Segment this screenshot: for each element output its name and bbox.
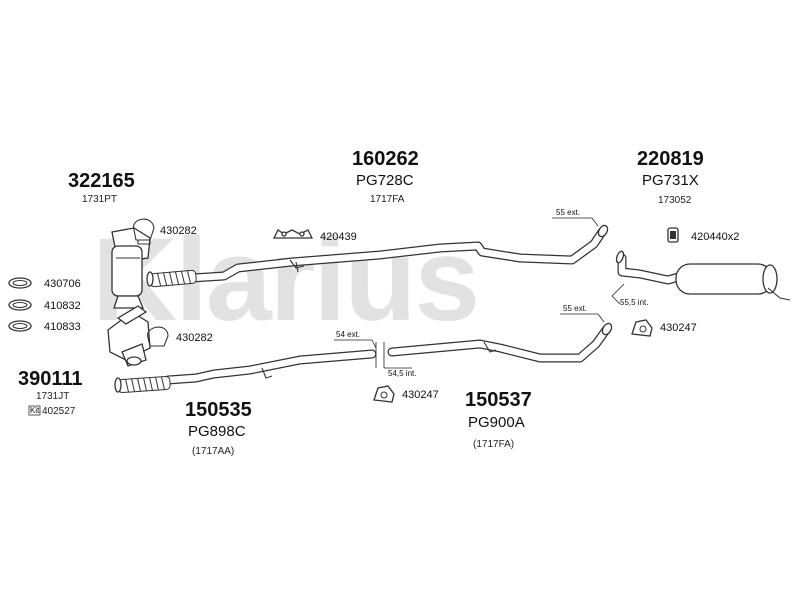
front-pipe-lower[interactable]: [163, 349, 377, 385]
mounting-rubber-420439[interactable]: [272, 229, 314, 239]
fitting-410832-label: 410832: [44, 300, 81, 312]
kit-badge: Kit: [30, 406, 40, 415]
rear-silencer[interactable]: [615, 250, 791, 301]
assembly-220819-code: 173052: [658, 195, 692, 206]
lower-catalytic-converter[interactable]: [107, 305, 151, 367]
clamp-430282-lower[interactable]: [147, 326, 169, 347]
gasket-410833[interactable]: [8, 320, 32, 332]
clamp-430282-upper[interactable]: [133, 218, 155, 245]
assembly-220819-oem: PG731X: [642, 172, 699, 189]
clamp-430247-right[interactable]: [631, 319, 653, 337]
fitting-430706-label: 430706: [44, 278, 81, 290]
upper-catalytic-converter[interactable]: [111, 227, 151, 309]
gasket-410832[interactable]: [8, 299, 32, 311]
assembly-160262-code: 1717FA: [370, 194, 405, 205]
assembly-390111-kit-code: 402527: [42, 406, 76, 417]
dimension-54-5-int: 54,5 int.: [388, 369, 416, 378]
assembly-150535-code: (1717AA): [192, 446, 234, 457]
assembly-322165-code: 1731PT: [82, 194, 117, 205]
assembly-150535-oem: PG898C: [188, 423, 246, 440]
assembly-390111-code: 1731JT: [36, 391, 69, 402]
centre-pipe-lower[interactable]: [387, 322, 613, 363]
dimension-55-5-int: 55,5 int.: [620, 298, 648, 307]
assembly-220819-number: 220819: [637, 148, 704, 170]
fitting-420440-label: 420440x2: [691, 231, 739, 243]
fitting-420439-label: 420439: [320, 231, 357, 243]
assembly-390111-number: 390111: [18, 368, 83, 390]
assembly-160262-number: 160262: [352, 148, 419, 170]
dimension-55-ext-upper: 55 ext.: [556, 208, 580, 217]
kit-badge-box: [28, 405, 41, 416]
flex-pipe-upper[interactable]: [146, 269, 197, 288]
assembly-150537-oem: PG900A: [468, 414, 525, 431]
flex-pipe-lower[interactable]: [114, 375, 171, 394]
fitting-430247-right-label: 430247: [660, 322, 697, 334]
fitting-430282-upper-label: 430282: [160, 225, 197, 237]
fitting-410833-label: 410833: [44, 321, 81, 333]
mounting-rubber-420440[interactable]: [667, 227, 679, 243]
assembly-150535-number: 150535: [185, 399, 252, 421]
dimension-55-ext-lower: 55 ext.: [563, 304, 587, 313]
front-pipe-upper[interactable]: [187, 224, 609, 283]
assembly-150537-code: (1717FA): [473, 439, 514, 450]
fitting-430247-bottom-label: 430247: [402, 389, 439, 401]
dimension-leaders: [334, 217, 625, 369]
dimension-54-ext: 54 ext.: [336, 330, 360, 339]
assembly-322165-number: 322165: [68, 170, 135, 192]
clamp-430247-bottom[interactable]: [373, 385, 395, 403]
fitting-430282-lower-label: 430282: [176, 332, 213, 344]
gasket-430706[interactable]: [8, 277, 32, 289]
assembly-160262-oem: PG728C: [356, 172, 414, 189]
assembly-150537-number: 150537: [465, 389, 532, 411]
